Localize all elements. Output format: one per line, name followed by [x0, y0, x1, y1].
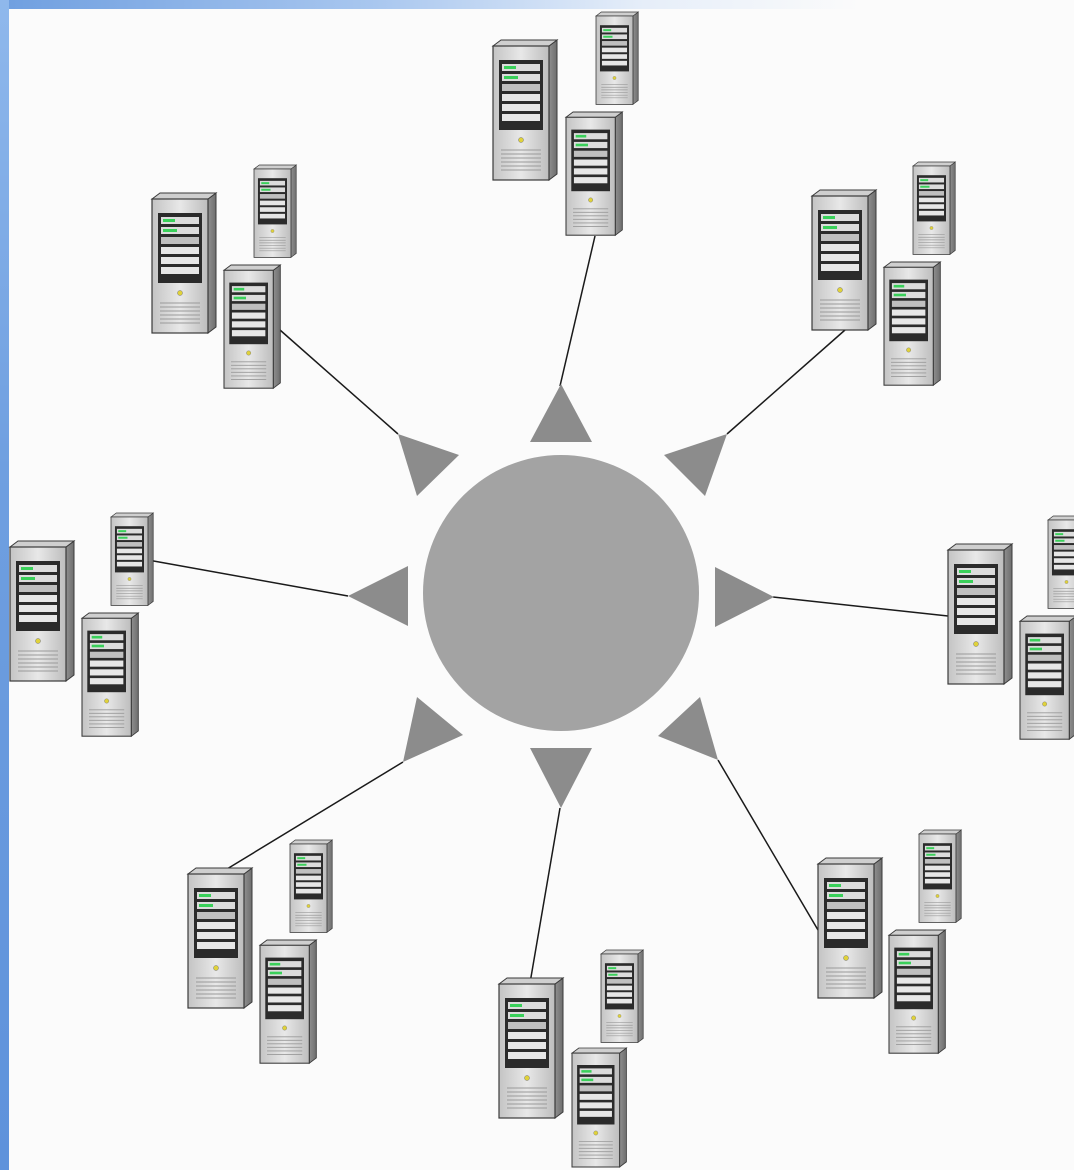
server-icon: [10, 541, 74, 681]
server-cluster-north-east: [812, 162, 955, 385]
arrow-south-east: [658, 697, 718, 760]
server-icon: [948, 544, 1012, 684]
arrow-south: [530, 748, 592, 808]
server-icon: [566, 112, 622, 235]
server-icon: [493, 40, 557, 180]
server-cluster-south-west: [188, 840, 332, 1063]
server-icon: [601, 950, 643, 1042]
server-icon: [260, 940, 316, 1063]
server-icon: [812, 190, 876, 330]
server-cluster-north: [493, 12, 638, 235]
server-cluster-north-west: [152, 165, 296, 388]
server-icon: [1048, 516, 1074, 608]
server-icon: [224, 265, 280, 388]
link-north-west: [280, 330, 398, 434]
server-icon: [1020, 616, 1074, 739]
server-cluster-south-east: [818, 830, 961, 1053]
link-south: [530, 808, 560, 983]
server-cluster-south: [499, 950, 643, 1167]
arrow-west: [348, 566, 408, 626]
server-icon: [82, 613, 138, 736]
server-cluster-west: [10, 513, 153, 736]
arrow-south-west: [403, 697, 463, 762]
server-icon: [188, 868, 252, 1008]
server-icon: [290, 840, 332, 932]
server-icon: [818, 858, 882, 998]
server-icon: [913, 162, 955, 254]
server-icon: [596, 12, 638, 104]
arrow-north-east: [664, 434, 727, 496]
link-south-east: [718, 760, 818, 930]
link-east: [773, 597, 948, 616]
server-icon: [572, 1048, 626, 1167]
link-north-east: [727, 330, 845, 434]
central-hub: [423, 455, 699, 731]
arrow-north-west: [398, 434, 459, 496]
link-north: [560, 236, 595, 386]
arrow-east: [715, 567, 774, 627]
server-icon: [919, 830, 961, 922]
server-icon: [884, 262, 940, 385]
link-west: [148, 560, 348, 596]
server-icon: [499, 978, 563, 1118]
server-icon: [254, 165, 296, 257]
server-icon: [111, 513, 153, 605]
server-icon: [152, 193, 216, 333]
arrow-north: [530, 384, 592, 442]
server-icon: [889, 930, 945, 1053]
server-cluster-east: [948, 516, 1074, 739]
